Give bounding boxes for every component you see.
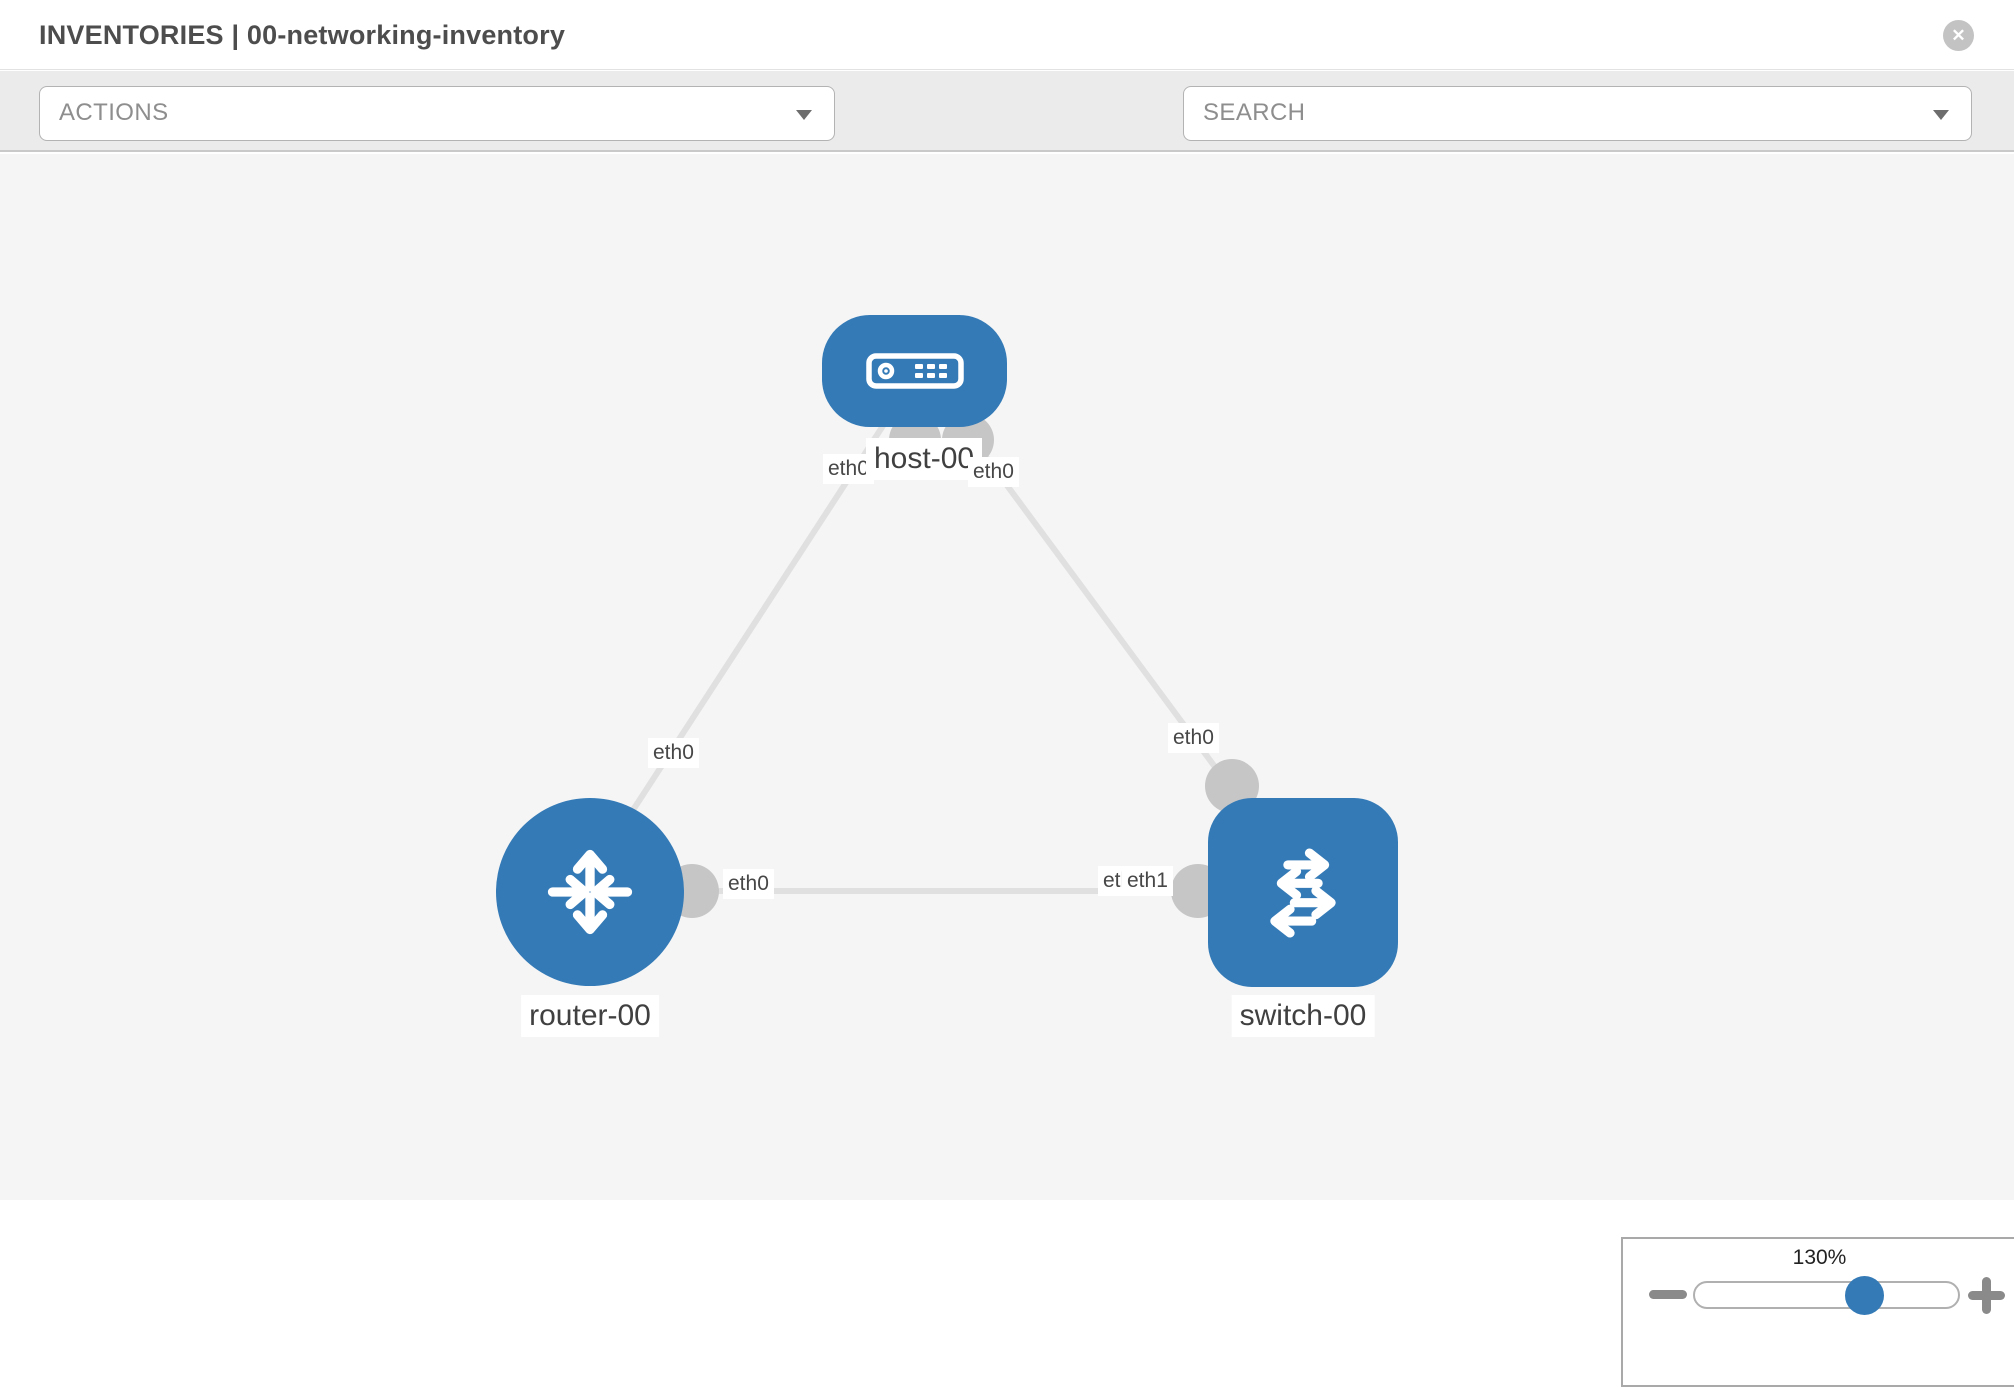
zoom-panel: 130% [1621,1237,2014,1387]
minus-icon[interactable] [1649,1290,1687,1299]
topology-edges [617,413,1259,918]
plus-icon[interactable] [1968,1277,2005,1314]
node-label-host: host-00 [866,438,983,480]
iface-label: eth0 [648,738,699,769]
node-label-router: router-00 [521,995,659,1037]
iface-label: eth0 [968,457,1019,488]
node-switch[interactable] [1208,798,1398,987]
iface-label: eth0 [823,454,874,485]
search-dropdown[interactable]: SEARCH [1183,86,1972,141]
close-icon[interactable]: ✕ [1943,20,1974,51]
switch-icon [1270,847,1336,938]
iface-label: eth0 [1168,723,1219,754]
actions-dropdown[interactable]: ACTIONS [39,86,835,141]
iface-label: eth0 [723,869,774,900]
header: INVENTORIES | 00-networking-inventory ✕ [0,0,2014,70]
chevron-down-icon [1933,110,1949,120]
zoom-slider-track[interactable] [1693,1281,1960,1309]
zoom-level: 130% [1792,1246,1847,1269]
router-icon [547,849,633,935]
page-title: INVENTORIES | 00-networking-inventory [39,20,566,50]
node-label-switch: switch-00 [1231,995,1375,1037]
node-host[interactable] [822,315,1007,427]
iface-label: eth1 [1122,866,1173,897]
chevron-down-icon [796,110,812,120]
actions-dropdown-label: ACTIONS [59,99,169,126]
toolbar: ACTIONS SEARCH [0,71,2014,202]
search-dropdown-label: SEARCH [1203,99,1306,126]
topology-canvas[interactable]: eth0 host-00 eth0 eth0 eth0 eth0 eth1 et… [0,154,2014,1387]
host-icon [865,353,964,389]
node-router[interactable] [496,798,684,986]
zoom-slider-thumb[interactable] [1845,1276,1884,1315]
